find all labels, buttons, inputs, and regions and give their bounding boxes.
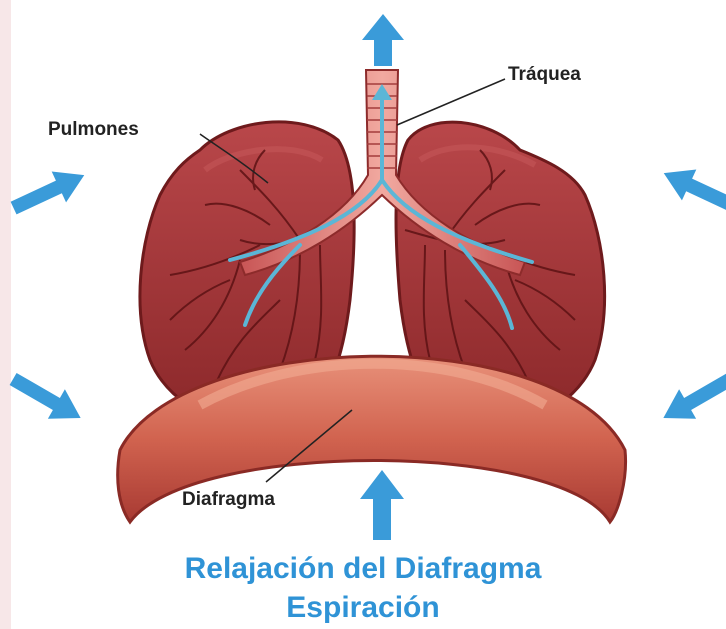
caption-subtitle: Espiración — [286, 591, 440, 624]
diaphragm-label: Diafragma — [182, 489, 275, 510]
right-lung — [394, 120, 607, 431]
diaphragm-shape — [116, 354, 628, 525]
trachea-label: Tráquea — [508, 64, 581, 85]
airway-arrow-icon — [372, 84, 392, 100]
caption-title: Relajación del Diafragma — [184, 552, 542, 585]
arrow-out-left-icon — [10, 171, 85, 215]
trachea-leader-line — [396, 78, 506, 126]
left-margin-strip — [0, 0, 11, 629]
leader-lines — [199, 78, 506, 483]
diaphragm-leader-line — [265, 409, 353, 483]
lungs-leader-line — [199, 133, 269, 184]
airway-flow-lines — [228, 88, 534, 330]
arrow-up-top-icon — [362, 14, 404, 66]
lungs-label: Pulmones — [48, 119, 139, 140]
arrow-in-right-upper-icon — [663, 169, 726, 213]
arrow-up-bottom-icon — [360, 470, 404, 540]
arrow-in-right-lower-icon — [663, 372, 726, 419]
arrow-in-left-lower-icon — [9, 372, 81, 419]
